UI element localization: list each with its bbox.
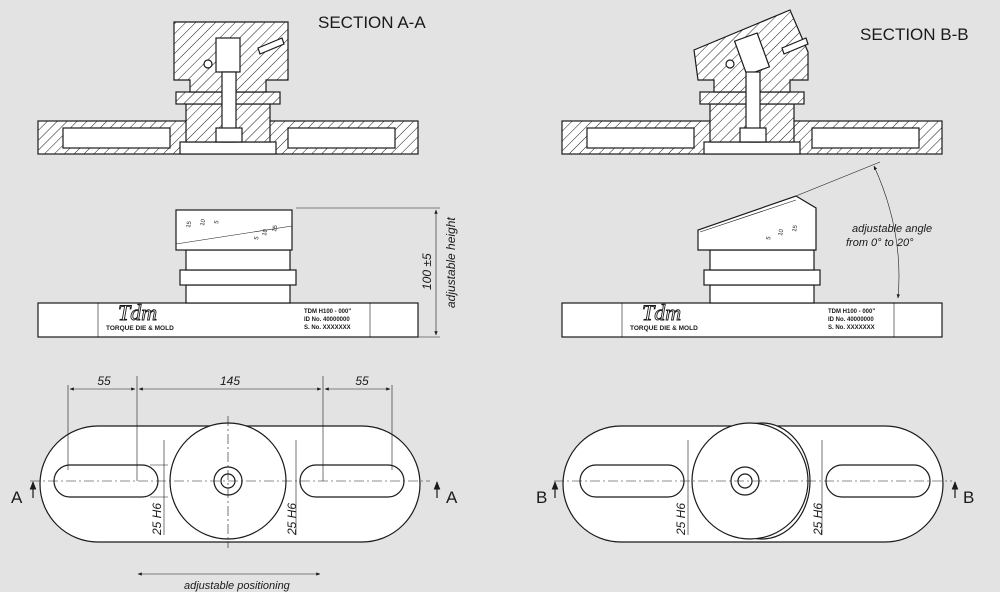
center-bore <box>733 32 771 76</box>
plate-label-3: S. No. XXXXXXX <box>828 325 875 331</box>
detent-ball <box>725 59 735 69</box>
plan-view-left <box>30 416 430 548</box>
scale-mark: 15 <box>272 224 279 232</box>
slot-dim-label: 25 H6 <box>674 503 688 536</box>
brand-logo: Tdm <box>642 300 681 325</box>
section-a-a-view <box>37 21 419 155</box>
base-plate <box>37 302 419 338</box>
clamp-screw <box>781 37 809 55</box>
plate-label-2: ID No. 40000000 <box>828 317 874 323</box>
height-dimension <box>296 207 440 338</box>
adjustable-height-note: adjustable height <box>444 217 458 308</box>
angle-scale-right: 5 10 15 <box>766 224 799 240</box>
extension-line <box>795 161 881 197</box>
detent-ball <box>203 59 213 69</box>
plate-label-2: ID No. 40000000 <box>304 317 350 323</box>
scale-mark: 10 <box>200 218 207 226</box>
tilted-rotary-head <box>697 195 817 251</box>
clamp-ring-middle <box>179 269 297 286</box>
section-b-b-view <box>561 9 943 155</box>
clamp-ring-middle <box>703 269 821 286</box>
plan-dimensions-left <box>29 376 441 576</box>
base-recess <box>703 141 801 155</box>
side-view-left <box>37 209 419 338</box>
scale-mark: 15 <box>186 220 193 228</box>
scale-mark: 10 <box>262 228 269 236</box>
brand-name: TORQUE DIE & MOLD <box>106 325 174 332</box>
plan-view-right <box>551 422 959 543</box>
slot-cavity-right <box>811 127 920 149</box>
scale-mark: 5 <box>214 219 221 224</box>
slot-cavity-left <box>62 127 171 149</box>
center-bore <box>215 37 241 73</box>
clamp-ring-lower <box>185 284 291 304</box>
side-view-right <box>561 195 943 338</box>
angle-index-line <box>175 225 293 245</box>
adjustable-angle-note: adjustable angle <box>852 223 932 235</box>
slot-dim-label: 25 H6 <box>150 503 164 536</box>
dim-middle-label: 145 <box>220 374 240 388</box>
angle-dimension <box>795 161 901 299</box>
angle-arc <box>873 165 901 299</box>
brand-name: TORQUE DIE & MOLD <box>630 325 698 332</box>
rotary-head <box>175 209 293 251</box>
clamp-ring-lower <box>709 284 815 304</box>
tilt-face-line <box>699 199 797 233</box>
section-marker-a-left: A <box>11 488 23 507</box>
scale-mark: 5 <box>766 235 773 240</box>
slot-cavity-right <box>287 127 396 149</box>
scale-mark: 5 <box>254 235 261 240</box>
angle-range-note: from 0° to 20° <box>846 237 914 249</box>
scale-mark: 15 <box>792 224 799 232</box>
plate-label-1: TDM H100 - 000" <box>304 309 351 315</box>
scale-mark: 10 <box>778 228 785 236</box>
clamp-screw <box>257 37 285 55</box>
section-marker-b-left: B <box>536 488 547 507</box>
section-marker-a-right: A <box>446 488 458 507</box>
body-neck <box>185 249 291 271</box>
height-dimension-label: 100 ±5 <box>420 253 434 290</box>
plate-label-1: TDM H100 - 000" <box>828 309 875 315</box>
body-neck <box>709 249 815 271</box>
angle-scale-left: 15 10 5 5 10 15 <box>186 218 279 240</box>
dim-right-label: 55 <box>355 374 369 388</box>
base-recess <box>179 141 277 155</box>
bolt-head <box>215 127 243 143</box>
plate-label-3: S. No. XXXXXXX <box>304 325 351 331</box>
section-a-title: SECTION A-A <box>318 13 426 32</box>
dim-left-label: 55 <box>97 374 111 388</box>
slot-dim-label: 25 H6 <box>811 503 825 536</box>
brand-logo: Tdm <box>118 300 157 325</box>
section-marker-b-right: B <box>963 488 974 507</box>
adjustable-positioning-note: adjustable positioning <box>184 580 291 592</box>
base-plate <box>561 302 943 338</box>
slot-dim-label: 25 H6 <box>285 503 299 536</box>
slot-cavity-left <box>586 127 695 149</box>
section-b-title: SECTION B-B <box>860 25 969 44</box>
bolt-head <box>739 127 767 143</box>
